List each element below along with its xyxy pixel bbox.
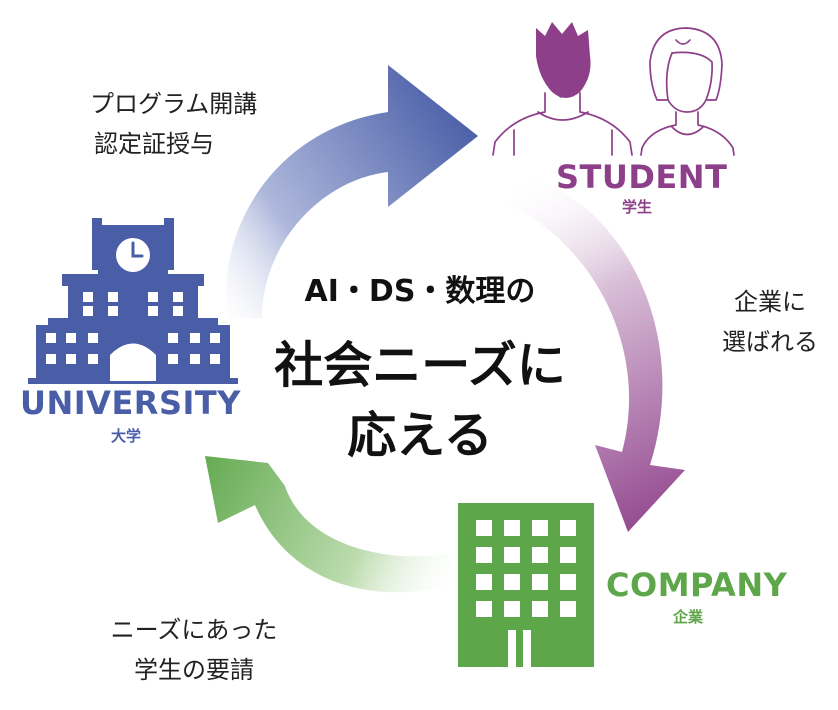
company-label: COMPANY xyxy=(606,566,788,604)
university-label-ja: 大学 xyxy=(111,427,142,445)
center-heading-line2: 社会ニーズに xyxy=(274,337,566,394)
company-building-icon xyxy=(458,503,594,667)
company-window xyxy=(504,574,520,590)
company-window xyxy=(504,547,520,563)
flow-caption-line: 選ばれる xyxy=(722,328,818,356)
flow-caption-line: 認定証授与 xyxy=(94,130,214,158)
arrow-university-to-student xyxy=(226,65,478,318)
flow-caption-company-to-university: ニーズにあった 学生の要請 xyxy=(84,610,304,690)
university-label: UNIVERSITY xyxy=(20,384,241,422)
flow-caption-university-to-student: プログラム開講 認定証授与 xyxy=(90,84,290,164)
company-label-ja: 企業 xyxy=(673,608,704,626)
company-window xyxy=(532,520,548,536)
company-window xyxy=(532,547,548,563)
student-label: STUDENT xyxy=(556,158,728,196)
flow-caption-line: プログラム開講 xyxy=(90,90,258,118)
company-window xyxy=(476,520,492,536)
flow-caption-student-to-company: 企業に 選ばれる xyxy=(712,282,828,362)
company-window xyxy=(476,547,492,563)
student-icon xyxy=(492,22,735,156)
company-window xyxy=(560,520,576,536)
flow-caption-line: 企業に xyxy=(734,288,806,316)
clock-icon xyxy=(116,238,150,272)
company-window xyxy=(560,601,576,617)
company-window xyxy=(504,520,520,536)
student-label-ja: 学生 xyxy=(622,198,653,216)
company-window xyxy=(504,601,520,617)
flow-caption-line: 学生の要請 xyxy=(134,656,254,684)
company-window xyxy=(560,547,576,563)
company-window xyxy=(476,601,492,617)
arrow-company-to-university xyxy=(205,456,455,593)
company-window xyxy=(532,601,548,617)
company-window xyxy=(476,574,492,590)
company-windows xyxy=(476,520,576,617)
center-heading-line3: 応える xyxy=(347,407,493,464)
company-window xyxy=(532,574,548,590)
university-windows xyxy=(46,292,220,381)
arrow-student-to-company xyxy=(510,172,685,532)
flow-caption-line: ニーズにあった xyxy=(110,616,278,644)
center-heading-line1: AI・DS・数理の xyxy=(304,274,536,309)
company-window xyxy=(560,574,576,590)
